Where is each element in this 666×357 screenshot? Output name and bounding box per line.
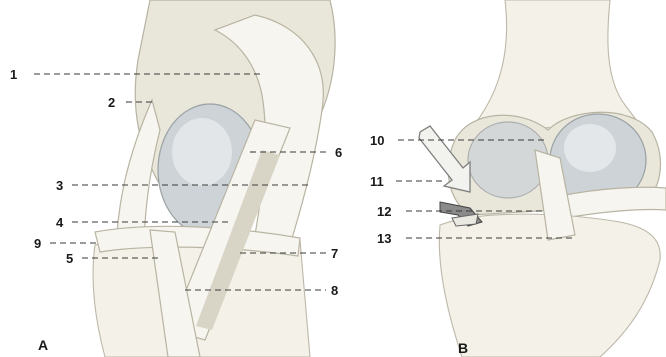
- label-7: 7: [331, 246, 338, 261]
- femur-b: [470, 0, 640, 130]
- panel-a-illustration: [93, 0, 335, 357]
- label-11: 11: [370, 174, 384, 189]
- label-5: 5: [66, 251, 73, 266]
- label-8: 8: [331, 283, 338, 298]
- label-3: 3: [56, 178, 63, 193]
- label-13: 13: [377, 231, 391, 246]
- tool-blade-b: [452, 214, 478, 226]
- panel-b-illustration: [419, 0, 666, 357]
- label-9: 9: [34, 236, 41, 251]
- cartilage-highlight-a: [172, 118, 232, 186]
- label-2: 2: [108, 95, 115, 110]
- label-6: 6: [335, 145, 342, 160]
- label-1: 1: [10, 67, 17, 82]
- label-4: 4: [56, 215, 64, 230]
- panel-b-letter: B: [458, 340, 468, 356]
- condyle-highlight-b: [564, 124, 616, 172]
- label-12: 12: [377, 204, 391, 219]
- label-10: 10: [370, 133, 384, 148]
- panel-a-letter: A: [38, 337, 48, 353]
